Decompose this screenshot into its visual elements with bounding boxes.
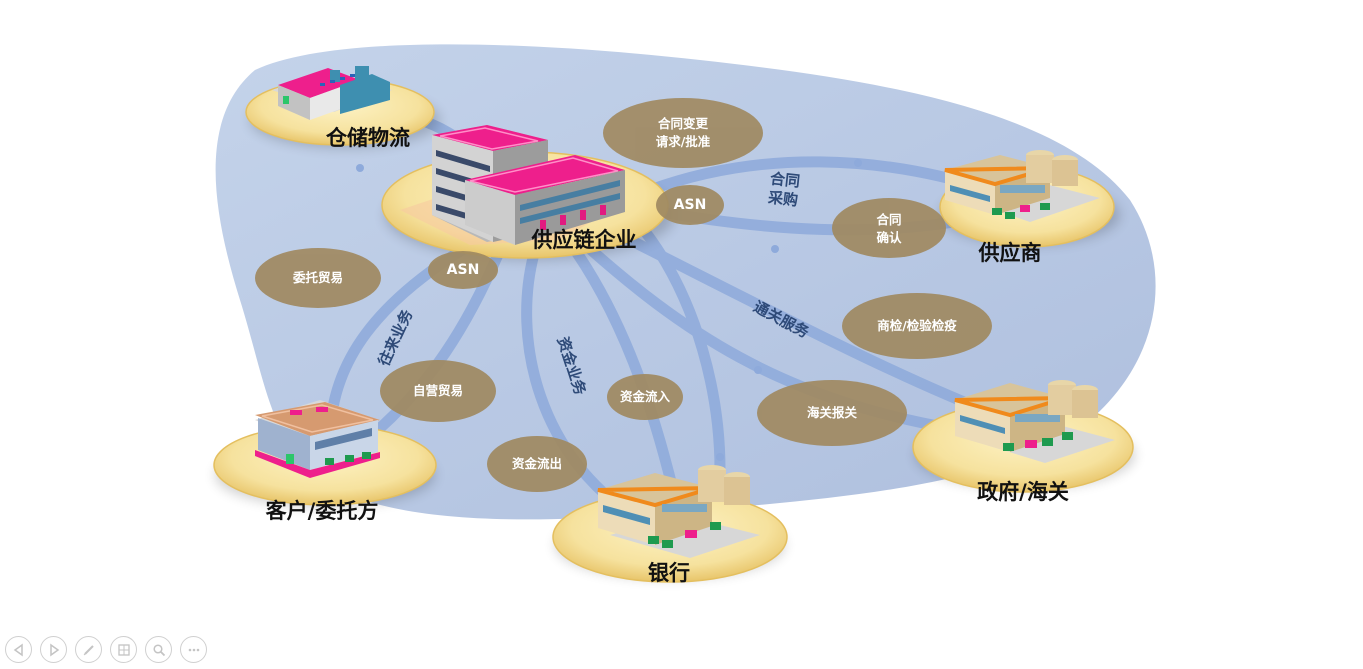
bubble-line: 确认 <box>876 230 902 245</box>
flow-dots <box>356 159 862 461</box>
bubble-text-asn-left: ASN <box>446 262 480 278</box>
bubble-text-inspection: 商检/检验检疫 <box>877 318 957 333</box>
prev-slide-button[interactable] <box>5 636 32 663</box>
bubble-text-fund-in: 资金流入 <box>619 389 671 404</box>
supplier-factory-icon <box>944 150 1100 222</box>
ellipsis-icon <box>188 648 199 651</box>
flow-line: 采购 <box>767 188 799 210</box>
enterprise-building-icon <box>400 125 625 245</box>
slideshow-controls <box>5 636 207 663</box>
bubble-line: 请求/批准 <box>655 134 711 149</box>
bubble-text-consign-trade: 委托贸易 <box>292 270 344 285</box>
node-label-enterprise: 供应链企业 <box>531 228 637 252</box>
bubble-line: 合同变更 <box>657 116 709 131</box>
grid-icon <box>117 643 130 656</box>
bubble-contract-confirm <box>832 198 946 258</box>
warehouse-building-icon <box>272 66 392 120</box>
node-label-warehouse: 仓储物流 <box>326 126 410 150</box>
bubble-customs-declare <box>757 380 907 446</box>
node-label-supplier: 供应商 <box>978 241 1042 265</box>
bubble-inspection <box>842 293 992 359</box>
pen-button[interactable] <box>75 636 102 663</box>
bubble-consign-trade <box>255 248 381 308</box>
more-button[interactable] <box>180 636 207 663</box>
pen-icon <box>83 644 94 655</box>
bubble-text-self-trade: 自营贸易 <box>412 383 464 398</box>
bubble-contract-change <box>603 98 763 168</box>
bubble-fund-out <box>487 436 587 492</box>
flow-label-procurement: 合同 采购 <box>767 170 801 211</box>
arrow-left-icon <box>13 643 23 656</box>
node-label-bank: 银行 <box>648 561 690 585</box>
next-slide-button[interactable] <box>40 636 67 663</box>
slides-grid-button[interactable] <box>110 636 137 663</box>
bubble-text-asn-top: ASN <box>673 197 707 213</box>
magnifier-icon <box>152 643 165 656</box>
bank-factory-icon <box>597 465 760 558</box>
node-label-government: 政府/海关 <box>977 480 1069 504</box>
bubble-asn-top <box>656 185 724 225</box>
bubble-self-trade <box>380 360 496 422</box>
bubble-line: 合同 <box>876 212 902 227</box>
customer-building-icon <box>255 400 380 478</box>
bubble-text-contract-change: 合同变更 请求/批准 <box>656 115 711 151</box>
bubble-text-contract-confirm: 合同 确认 <box>876 211 901 247</box>
node-label-customer: 客户/委托方 <box>265 499 379 523</box>
bubble-fund-in <box>607 374 683 420</box>
bubbles <box>255 98 992 492</box>
bubble-asn-left <box>428 251 498 289</box>
arrow-right-icon <box>49 643 59 656</box>
bubble-text-customs-declare: 海关报关 <box>806 405 858 420</box>
zoom-button[interactable] <box>145 636 172 663</box>
government-factory-icon <box>954 380 1115 463</box>
bubble-text-fund-out: 资金流出 <box>511 456 563 471</box>
